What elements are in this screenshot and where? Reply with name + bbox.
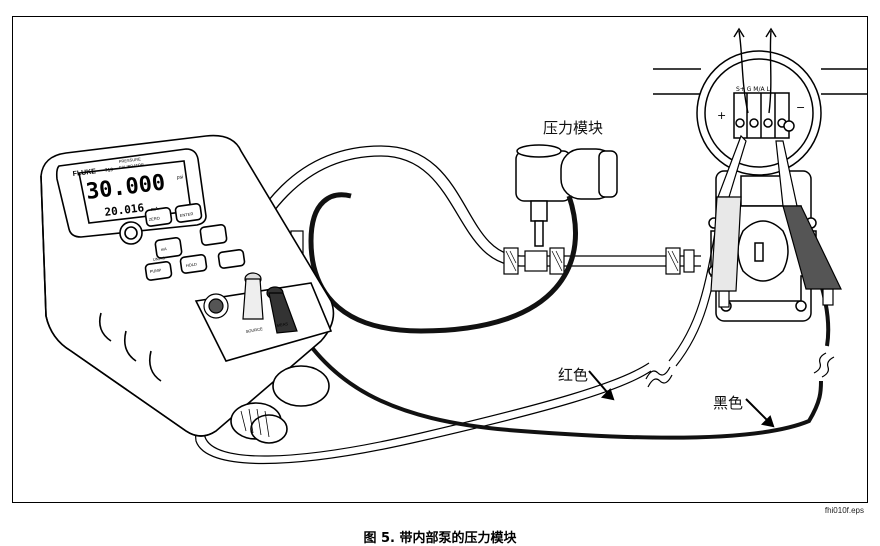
- label-arrows: [588, 370, 775, 428]
- test-probes: [710, 134, 842, 308]
- title-line1: PRESSURE: [119, 156, 142, 164]
- display-sub-unit: mA: [151, 206, 160, 213]
- loop-wires: [733, 27, 777, 114]
- units-label: UNITS: [152, 255, 165, 262]
- pressure-module: [515, 144, 618, 247]
- hose-fittings: [503, 247, 695, 275]
- file-tag: fhi010f.eps: [824, 506, 864, 515]
- enter-button-label: ENTER: [179, 211, 193, 218]
- transmitter-minus-sign: −: [796, 101, 805, 114]
- figure-caption: 图 5. 带内部泵的压力模块: [363, 531, 517, 546]
- ma-button-label: mA: [160, 246, 167, 252]
- process-pipe: [653, 68, 867, 95]
- pump-button-label: PUMP: [149, 267, 161, 274]
- transmitter-terminal-labels: S+ G M/A L: [736, 86, 771, 93]
- model-number: 719: [105, 167, 114, 174]
- measure-jack-label: MEAS: [276, 321, 288, 328]
- red-lead-break: [645, 366, 673, 388]
- red-lead-label: 红色: [558, 366, 589, 384]
- hold-button-label: HOLD: [185, 261, 197, 268]
- zero-button-label: ZERO: [148, 215, 160, 221]
- transmitter-plus-sign: +: [717, 109, 726, 122]
- module-cable: [308, 192, 578, 334]
- wiring-diagram: + − S+ G M/A L: [40, 27, 867, 465]
- display-main-unit: psi: [177, 174, 184, 181]
- fitting-knurl: [505, 250, 679, 272]
- pressure-module-label: 压力模块: [543, 119, 604, 137]
- black-lead-label: 黑色: [713, 394, 744, 412]
- calibrator-jacks: [203, 272, 298, 334]
- source-jack-label: SOURCE: [245, 326, 263, 334]
- display-sub-value: 20.016: [104, 201, 145, 219]
- pump-knob-knurl: [240, 408, 270, 438]
- black-lead-break: [813, 352, 835, 378]
- brand-logo: FLUKE: [72, 168, 96, 178]
- figure-frame: + − S+ G M/A L: [12, 16, 868, 503]
- title-line2: CALIBRATOR: [119, 162, 145, 170]
- fluke-calibrator: [40, 134, 335, 444]
